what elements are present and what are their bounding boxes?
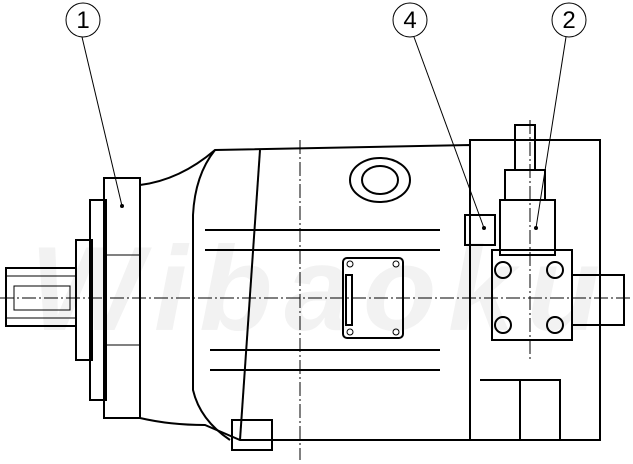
shaft [5, 239, 93, 361]
control-valve [464, 124, 625, 441]
callout-2-label: 2 [562, 7, 575, 34]
callout-2 [534, 2, 587, 230]
watermark: Wibaoku [30, 222, 600, 356]
callout-1-label: 1 [76, 7, 89, 34]
callout-1 [65, 2, 124, 208]
callout-4-label: 4 [403, 7, 416, 34]
callout-4 [392, 2, 486, 230]
